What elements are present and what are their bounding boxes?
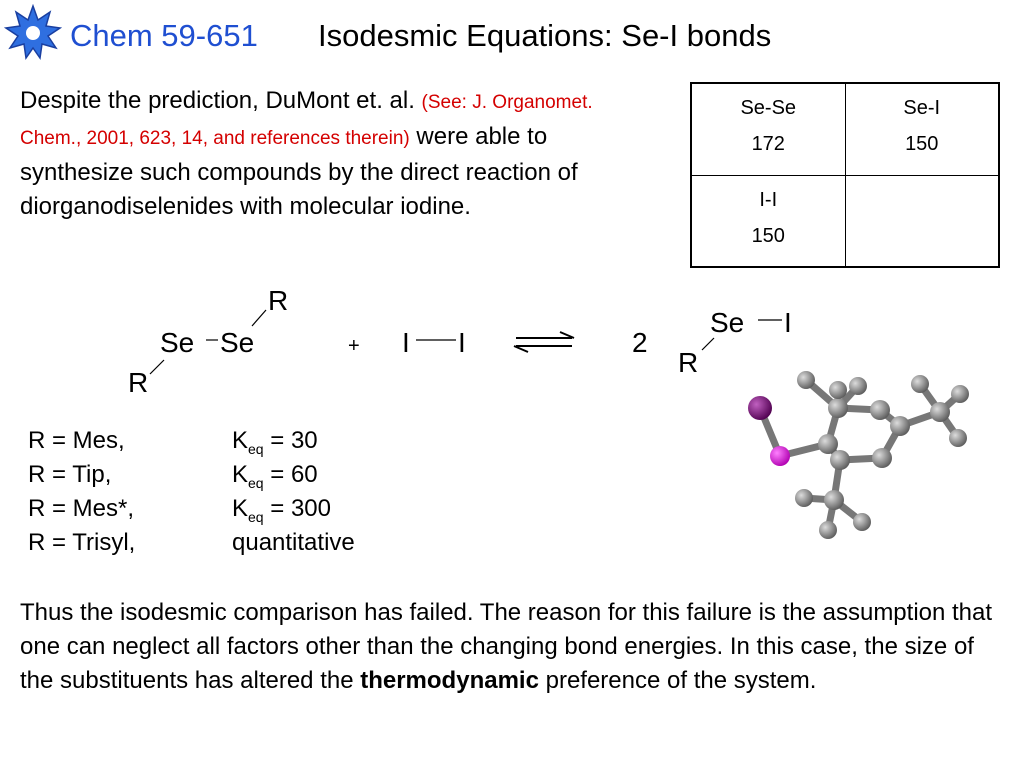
- table-cell: Se-Se 172: [690, 82, 846, 176]
- scheme-iodine-1: I: [402, 327, 410, 358]
- k-value: = 30: [263, 427, 318, 454]
- slide-title: Isodesmic Equations: Se-I bonds: [318, 18, 772, 53]
- k-subscript: eq: [248, 440, 264, 457]
- intro-text: Despite the prediction, DuMont et. al.: [20, 87, 422, 114]
- reference-citation: (See: J. Organomet. Chem., 2001, 623, 14…: [20, 92, 593, 149]
- k-symbol: K: [232, 495, 249, 522]
- table-row: Se-Se 172 Se-I 150: [690, 82, 1000, 176]
- list-item: R = Mes, Keq = 30: [28, 424, 428, 458]
- conclusion-text: Thus the isodesmic comparison has failed…: [20, 599, 993, 694]
- molecule-model-image: [748, 371, 969, 539]
- bond-label: I-I: [759, 188, 778, 211]
- conclusion-paragraph: Thus the isodesmic comparison has failed…: [20, 596, 1010, 698]
- reaction-scheme: R Se Se R + I I 2 Se I R: [128, 285, 792, 398]
- equilibrium-constant: Keq = 300: [232, 492, 331, 534]
- carbon-atom-icon: [819, 521, 837, 539]
- k-subscript: eq: [248, 508, 264, 525]
- substituent-list: R = Mes, Keq = 30 R = Tip, Keq = 60 R = …: [28, 424, 428, 560]
- emphasis-text: thermodynamic: [360, 667, 539, 694]
- scheme-iodine-2: I: [458, 327, 466, 358]
- equilibrium-result: quantitative: [232, 526, 355, 568]
- k-subscript: eq: [248, 474, 264, 491]
- bond-energy: 150: [905, 133, 939, 155]
- bond-line: [149, 359, 165, 375]
- carbon-atom-icon: [930, 402, 950, 422]
- iodine-atom-icon: [748, 396, 772, 420]
- list-item: R = Tip, Keq = 60: [28, 458, 428, 492]
- carbon-atom-icon: [853, 513, 871, 531]
- intro-paragraph: Despite the prediction, DuMont et. al. (…: [20, 84, 640, 224]
- scheme-product-r: R: [678, 347, 698, 378]
- carbon-atom-icon: [828, 398, 848, 418]
- substituent-label: R = Tip,: [28, 461, 112, 488]
- selenium-atom-icon: [770, 446, 790, 466]
- carbon-atom-icon: [849, 377, 867, 395]
- bond-line: [251, 309, 267, 327]
- equilibrium-constant: Keq = 30: [232, 424, 318, 466]
- bond-label: Se-Se: [740, 97, 797, 119]
- carbon-atom-icon: [870, 400, 890, 420]
- intro-text-continued: were able to synthesize such compounds b…: [20, 123, 578, 220]
- bond-label: Se-I: [903, 97, 941, 119]
- bond-energy: 150: [751, 224, 785, 247]
- carbon-atom-icon: [829, 381, 847, 399]
- course-title: Chem 59-651: [70, 18, 258, 53]
- table-row: I-I 150: [690, 174, 1000, 268]
- carbon-atom-icon: [890, 416, 910, 436]
- bond-energy-table: Se-Se 172 Se-I 150 I-I 150: [690, 82, 1000, 268]
- substituent-label: R = Mes,: [28, 427, 125, 454]
- carbon-atom-icon: [911, 375, 929, 393]
- list-item: R = Mes*, Keq = 300: [28, 492, 428, 526]
- scheme-product-iodine: I: [784, 307, 792, 338]
- list-item: R = Trisyl, quantitative: [28, 526, 428, 560]
- carbon-atom-icon: [795, 489, 813, 507]
- carbon-atom-icon: [830, 450, 850, 470]
- k-value: quantitative: [232, 529, 355, 556]
- equilibrium-constant: Keq = 60: [232, 458, 318, 500]
- bond-energy: 172: [751, 133, 785, 155]
- scheme-coefficient: 2: [632, 327, 648, 358]
- table-cell: I-I 150: [690, 174, 846, 268]
- conclusion-text-end: preference of the system.: [538, 667, 817, 694]
- k-symbol: K: [232, 427, 249, 454]
- carbon-atom-icon: [872, 448, 892, 468]
- maple-leaf-logo-icon: [4, 4, 62, 60]
- table-cell: Se-I 150: [844, 82, 1000, 176]
- substituent-label: R = Mes*,: [28, 495, 135, 522]
- carbon-atom-icon: [951, 385, 969, 403]
- scheme-plus: +: [348, 335, 360, 357]
- equilibrium-arrow-icon: [513, 331, 575, 353]
- scheme-product-selenium: Se: [710, 307, 744, 338]
- scheme-selenium-1: Se: [160, 327, 194, 358]
- carbon-atom-icon: [797, 371, 815, 389]
- bond-line: [701, 337, 715, 351]
- carbon-atom-icon: [818, 434, 838, 454]
- k-symbol: K: [232, 461, 249, 488]
- carbon-atom-icon: [824, 490, 844, 510]
- scheme-r-top: R: [268, 285, 288, 316]
- substituent-label: R = Trisyl,: [28, 529, 136, 556]
- k-value: = 300: [263, 495, 331, 522]
- scheme-selenium-2: Se: [220, 327, 254, 358]
- k-value: = 60: [263, 461, 318, 488]
- carbon-atom-icon: [949, 429, 967, 447]
- table-cell: [844, 174, 1000, 268]
- scheme-r-bottom: R: [128, 367, 148, 398]
